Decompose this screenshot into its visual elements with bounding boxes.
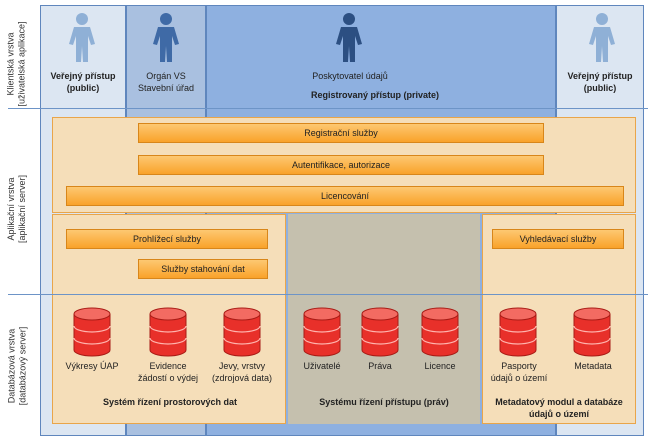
data-provider-title: Poskytovatel údajů — [312, 71, 388, 81]
public-access-title: Veřejný přístup — [567, 71, 633, 81]
database-label-line: Výkresy ÚAP — [65, 361, 119, 371]
database-cylinder-icon — [303, 307, 341, 357]
registered-access-label: Registrovaný přístup (private) — [260, 89, 490, 101]
person-icon — [336, 13, 362, 62]
organ-subtitle: Stavební úřad — [137, 83, 195, 93]
data-provider-label: Poskytovatel údajů — [280, 70, 420, 82]
database-label-evidence: Evidence žádostí o výdej — [128, 360, 208, 384]
database-cylinder-icon — [573, 307, 611, 357]
database-label-uzivatele: Uživatelé — [292, 360, 352, 372]
person-icon — [589, 13, 615, 62]
database-label-line: Jevy, vrstvy — [218, 361, 266, 371]
authentication-bar: Autentifikace, autorizace — [138, 155, 544, 175]
organ-title: Orgán VS — [146, 71, 186, 81]
search-services-bar: Vyhledávací služby — [492, 229, 624, 249]
client-layer-title: Klientská vrstva — [6, 32, 17, 96]
public-access-label-right: Veřejný přístup (public) — [556, 70, 644, 94]
database-label-jevy: Jevy, vrstvy (zdrojová data) — [204, 360, 280, 384]
person-icon — [153, 13, 179, 62]
system-label-line: Metadatový modul a databáze — [495, 397, 623, 407]
database-label-prava: Práva — [350, 360, 410, 372]
layer-separator-application — [8, 294, 648, 295]
database-label-pasporty: Pasporty údajů o území — [482, 360, 556, 384]
public-access-subtitle: (public) — [66, 83, 100, 93]
database-label-line: údajů o území — [490, 373, 548, 383]
database-label-vykresy: Výkresy ÚAP — [57, 360, 127, 372]
system-label-line: údajů o území — [528, 409, 589, 419]
database-cylinder-icon — [73, 307, 111, 357]
layer-separator-client — [8, 108, 648, 109]
licensing-bar: Licencování — [66, 186, 624, 206]
database-label-licence: Licence — [410, 360, 470, 372]
registration-services-bar: Registrační služby — [138, 123, 544, 143]
person-icon — [69, 13, 95, 62]
public-access-label-left: Veřejný přístup (public) — [40, 70, 126, 94]
database-label-line: Pasporty — [501, 361, 537, 371]
client-layer-label: Klientská vrstva[uživatelská aplikace] — [0, 5, 34, 123]
viewing-services-bar: Prohlížecí služby — [66, 229, 268, 249]
database-layer-subtitle: [databázový server] — [17, 326, 28, 405]
database-cylinder-icon — [499, 307, 537, 357]
database-label-line: Licence — [424, 361, 456, 371]
registered-access-title: Registrovaný přístup (private) — [310, 90, 440, 100]
database-label-line: žádostí o výdej — [137, 373, 199, 383]
database-cylinder-icon — [149, 307, 187, 357]
application-layer-title: Aplikační vrstva — [6, 177, 16, 241]
database-label-line: Uživatelé — [303, 361, 341, 371]
database-cylinder-icon — [223, 307, 261, 357]
database-layer-title: Databázová vrstva — [6, 328, 17, 403]
database-label-line: Metadata — [574, 361, 612, 371]
system-label-line: Systému řízení přístupu (práv) — [319, 397, 449, 407]
database-label-line: Evidence — [149, 361, 187, 371]
metadata-system-label: Metadatový modul a databáze údajů o územ… — [484, 396, 634, 420]
application-layer-label: Aplikační vrstva[aplikační server] — [0, 123, 34, 295]
database-label-line: Práva — [368, 361, 392, 371]
organ-label: Orgán VS Stavební úřad — [126, 70, 206, 94]
download-services-bar: Služby stahování dat — [138, 259, 268, 279]
database-cylinder-icon — [361, 307, 399, 357]
database-layer-label: Databázová vrstva[databázový server] — [0, 295, 34, 436]
database-cylinder-icon — [421, 307, 459, 357]
access-system-label: Systému řízení přístupu (práv) — [290, 396, 478, 408]
application-layer-subtitle: [aplikační server] — [17, 174, 27, 244]
database-label-metadata: Metadata — [558, 360, 628, 372]
system-label-line: Systém řízení prostorových dat — [102, 397, 238, 407]
spatial-data-system-label: Systém řízení prostorových dat — [60, 396, 280, 408]
client-layer-subtitle: [uživatelská aplikace] — [17, 21, 28, 107]
database-label-line: (zdrojová data) — [211, 373, 273, 383]
public-access-title: Veřejný přístup — [50, 71, 116, 81]
public-access-subtitle: (public) — [583, 83, 617, 93]
